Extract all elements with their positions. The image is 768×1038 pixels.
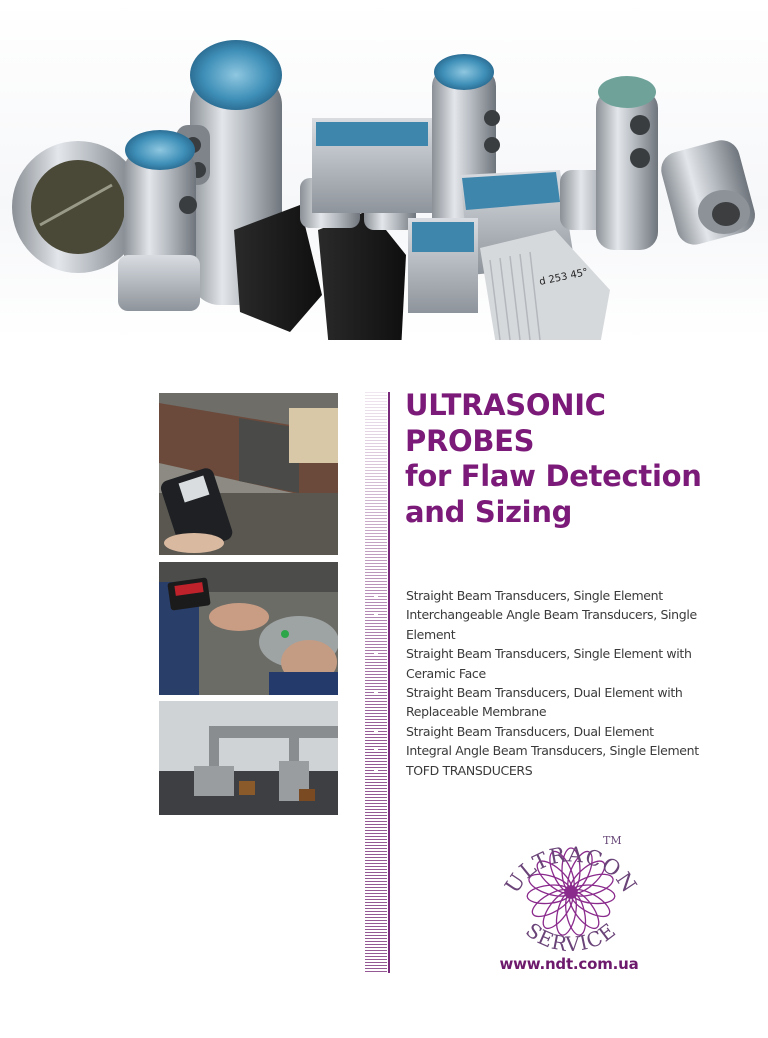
product-item: Straight Beam Transducers, Dual Element … [406, 685, 683, 720]
document-title: ULTRASONIC PROBES for Flaw Detection and… [405, 388, 755, 530]
bullet-marker-7 [374, 769, 378, 772]
website-url: www.ndt.com.ua [499, 955, 639, 973]
bullet-marker-2 [374, 613, 378, 616]
product-item: Straight Beam Transducers, Single Elemen… [406, 646, 692, 681]
rosette-logo-icon: ULTRACON SERVICE [500, 842, 640, 956]
product-item: TOFD TRANSDUCERS [406, 762, 533, 778]
product-item: Integral Angle Beam Transducers, Single … [406, 743, 699, 759]
decorative-stripe-bar [365, 392, 387, 973]
pipe-weld-inspection-photo [159, 393, 338, 555]
bullet-marker-1 [374, 594, 378, 597]
product-item: Straight Beam Transducers, Single Elemen… [406, 588, 663, 603]
vertical-divider-line [388, 392, 390, 973]
ultracon-service-logo: ULTRACON SERVICE [486, 824, 656, 956]
bullet-marker-4 [374, 691, 378, 694]
title-line-1: ULTRASONIC [405, 388, 606, 422]
bullet-marker-5 [374, 730, 378, 733]
product-item: Interchangeable Angle Beam Transducers, … [406, 607, 697, 642]
trademark-symbol: TM [603, 834, 622, 847]
thickness-gauge-measurement-photo [159, 562, 338, 695]
product-list: Straight Beam Transducers, Single Elemen… [406, 586, 736, 780]
bullet-marker-6 [374, 749, 378, 752]
ultrasonic-probes-illustration: d 253 45° [12, 40, 756, 340]
svg-text:SERVICE: SERVICE [521, 918, 620, 954]
bullet-marker-3 [374, 652, 378, 655]
product-item: Straight Beam Transducers, Dual Element [406, 723, 654, 739]
tofd-scanner-photo [159, 701, 338, 815]
title-line-3: for Flaw Detection [405, 459, 702, 493]
title-line-4: and Sizing [405, 494, 573, 529]
title-line-2: PROBES [405, 423, 535, 458]
hero-product-photo: d 253 45° [0, 0, 768, 340]
